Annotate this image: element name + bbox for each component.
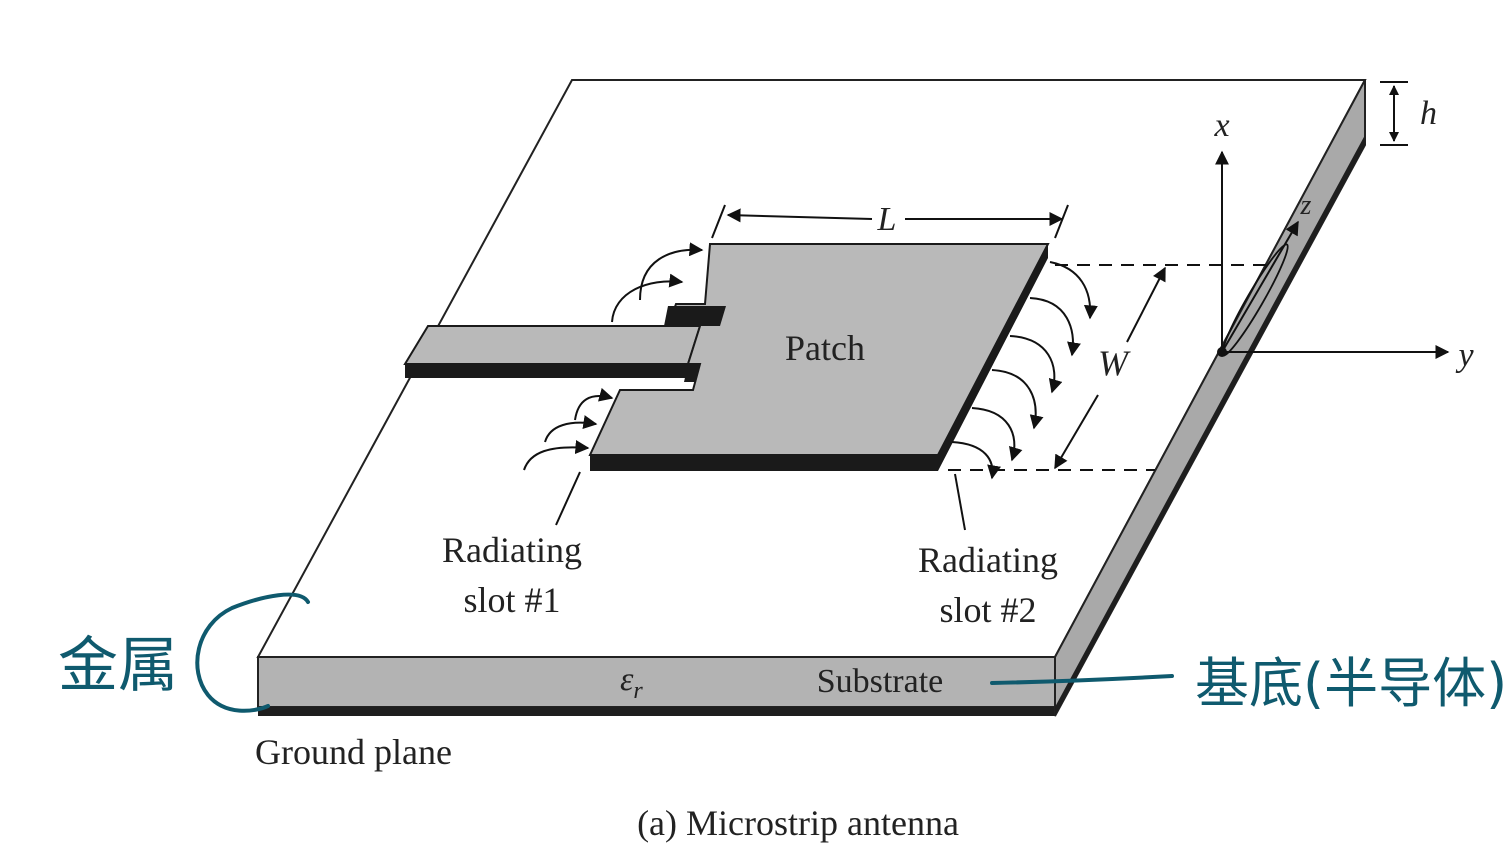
fringing-fields-left (523, 242, 704, 471)
patch-front-edge (590, 455, 938, 471)
feed-line (403, 325, 702, 365)
feed-line-edge (405, 364, 688, 378)
inset-notch (664, 306, 726, 326)
dimension-width (948, 264, 1270, 471)
field-arrow (971, 407, 1023, 462)
length-label: L (877, 201, 897, 238)
slot1-label-line2: slot #1 (463, 580, 560, 620)
handwritten-arrow-line (990, 674, 1174, 685)
field-arrow (574, 387, 614, 421)
axis-x-label: x (1213, 107, 1229, 144)
field-arrow (611, 273, 684, 323)
origin-dot (1217, 347, 1227, 357)
axis-y-label: y (1455, 337, 1474, 374)
dimension-height (1380, 81, 1408, 146)
permittivity-symbol: εr (620, 661, 643, 704)
patch-label: Patch (785, 328, 865, 368)
handwritten-bracket (195, 592, 310, 713)
handwritten-annotations (195, 592, 1174, 713)
substrate-label: Substrate (817, 663, 944, 700)
field-arrow (991, 369, 1044, 430)
inset-notch-lower (684, 364, 700, 382)
field-arrow (523, 440, 590, 471)
field-arrow (1029, 297, 1081, 357)
width-label: W (1098, 343, 1131, 383)
height-label: h (1420, 95, 1437, 132)
ground-plane-label: Ground plane (255, 732, 452, 772)
slot2-label-line2: slot #2 (939, 590, 1036, 630)
annotation-right: 基底(半导体) (1195, 652, 1507, 715)
ground-plane-strip (258, 707, 1055, 716)
ground-plane-side (1055, 135, 1365, 716)
patch-group (403, 243, 1050, 471)
slot2-leader (954, 473, 966, 531)
slot1-leader (555, 471, 581, 526)
field-arrow (951, 441, 1001, 480)
slot1-label-line1: Radiating (442, 530, 582, 570)
patch-right-edge (938, 244, 1048, 471)
field-arrow (544, 415, 598, 443)
fringing-fields-right (951, 261, 1098, 480)
field-arrow (639, 242, 704, 301)
dimension-length (711, 204, 1069, 239)
field-arrow (1009, 335, 1063, 394)
figure-caption: (a) Microstrip antenna (637, 803, 959, 843)
axis-z-label: z (1300, 190, 1312, 221)
annotation-left: 金属 (58, 631, 178, 701)
slot2-label-line1: Radiating (918, 540, 1058, 580)
